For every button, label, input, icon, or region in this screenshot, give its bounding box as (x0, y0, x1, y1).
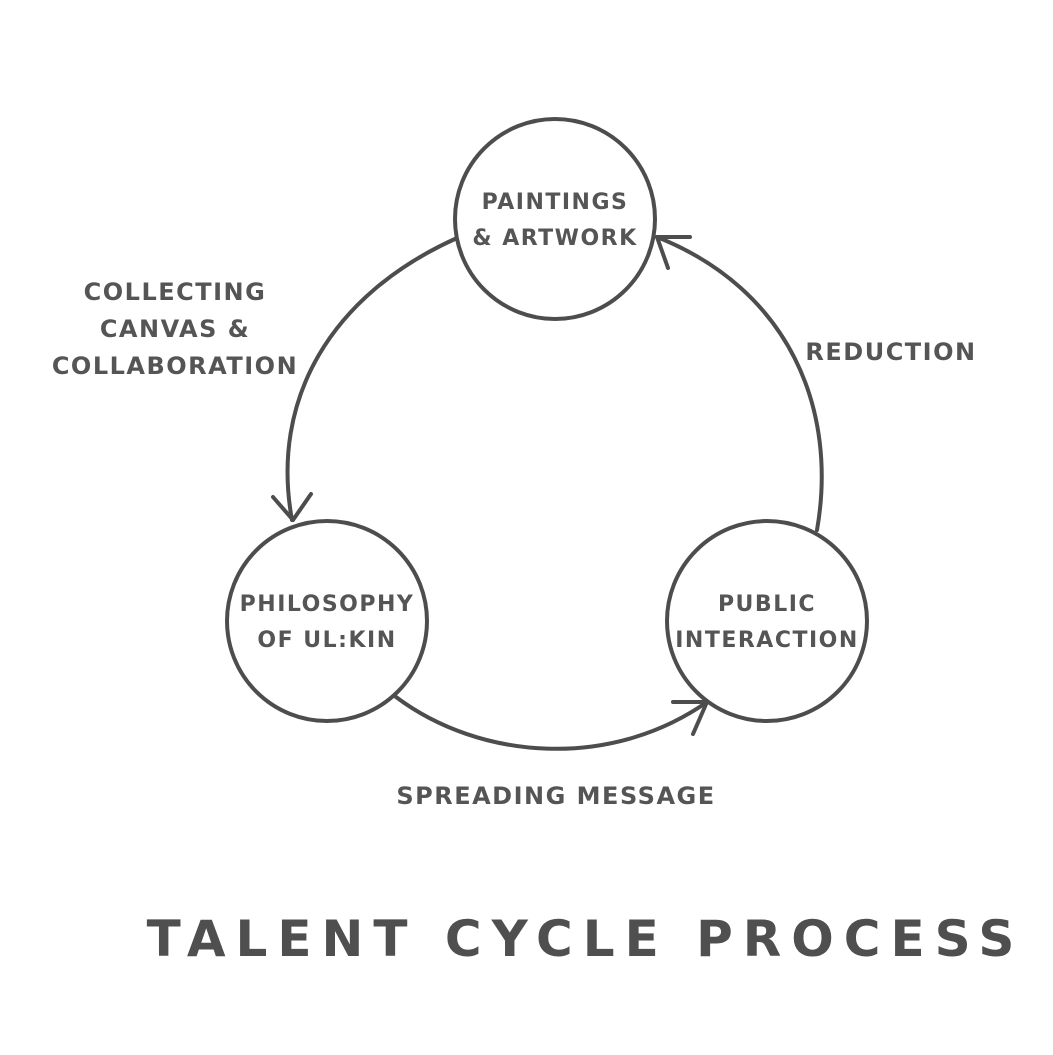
node-circle (225, 519, 429, 723)
edge-collecting (271, 236, 459, 522)
page-title: TALENT CYCLE PROCESS (146, 910, 1025, 968)
nodes-layer: PAINTINGS & ARTWORK PHILOSOPHY OF UL:KIN PUB… (225, 117, 869, 723)
node-circle (453, 117, 657, 321)
edge-label-line: SPREADING MESSAGE (396, 782, 715, 810)
arrowhead-icon (271, 492, 313, 522)
edge-label-collecting: COLLECTING CANVAS & COLLABORATION (52, 278, 298, 380)
edge-reduction (655, 235, 824, 532)
node-paintings: PAINTINGS & ARTWORK (453, 117, 657, 321)
node-label: PUBLIC INTERACTION (675, 592, 859, 653)
node-public: PUBLIC INTERACTION (665, 519, 869, 723)
node-label-line: & ARTWORK (472, 226, 637, 251)
node-label: PHILOSOPHY OF UL:KIN (240, 592, 415, 653)
edge-labels-layer: COLLECTING CANVAS & COLLABORATION SPREADING… (52, 278, 976, 810)
node-label-line: OF UL:KIN (257, 628, 396, 653)
edge-arc (394, 695, 709, 751)
node-philosophy: PHILOSOPHY OF UL:KIN (225, 519, 429, 723)
edge-label-line: CANVAS & (100, 315, 250, 343)
node-label-line: PUBLIC (718, 592, 816, 617)
node-label-line: PAINTINGS (482, 190, 629, 215)
node-circle (665, 519, 869, 723)
arrowhead-icon (655, 235, 692, 270)
edges-layer (271, 235, 824, 751)
edge-label-line: REDUCTION (805, 338, 976, 366)
node-label-line: PHILOSOPHY (240, 592, 415, 617)
edge-spreading (394, 695, 709, 751)
node-label-line: INTERACTION (675, 628, 859, 653)
edge-label-reduction: REDUCTION (805, 338, 976, 366)
edge-label-line: COLLABORATION (52, 352, 298, 380)
node-label: PAINTINGS & ARTWORK (472, 190, 637, 251)
edge-label-spreading: SPREADING MESSAGE (396, 782, 715, 810)
edge-arc (285, 236, 459, 522)
edge-label-line: COLLECTING (84, 278, 267, 306)
edge-arc (655, 235, 824, 532)
